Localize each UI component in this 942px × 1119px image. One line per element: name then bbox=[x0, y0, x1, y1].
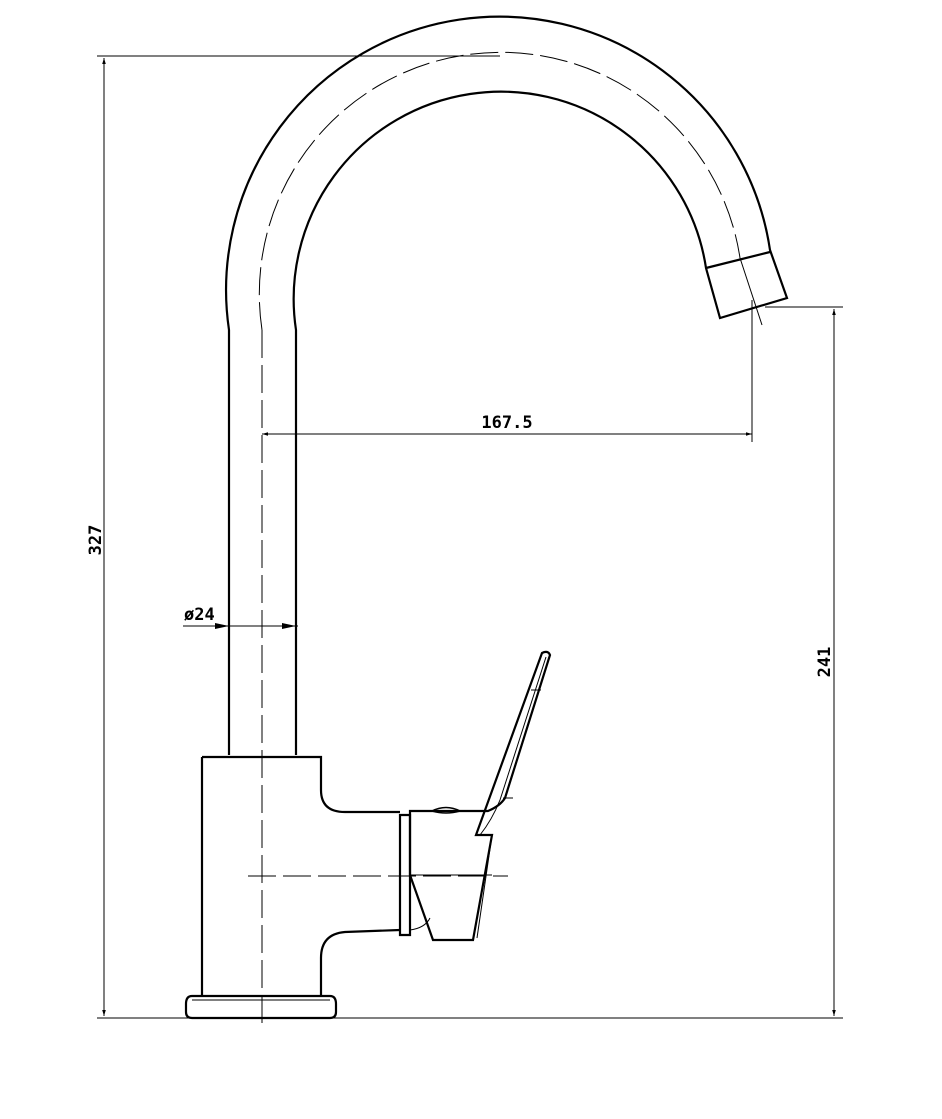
dim-label-167-5: 167.5 bbox=[481, 413, 532, 433]
cartridge-ring bbox=[398, 813, 412, 937]
spout-pipe bbox=[224, 15, 789, 755]
centerline-spout-arc bbox=[258, 51, 741, 331]
handle-inner-edge bbox=[479, 656, 547, 836]
dimension-spout-height: 241 bbox=[765, 306, 843, 1016]
handle-front-edge bbox=[476, 834, 493, 939]
spout-axis-line bbox=[739, 257, 763, 326]
dim-label-241: 241 bbox=[815, 647, 835, 678]
lever-handle-assembly bbox=[398, 650, 552, 942]
lever-handle bbox=[408, 650, 552, 942]
dimension-spout-reach: 167.5 bbox=[262, 300, 753, 442]
dim-label-d24: ø24 bbox=[184, 605, 215, 625]
dimension-pipe-diameter: ø24 bbox=[183, 605, 298, 629]
dimension-overall-height: 327 bbox=[86, 55, 500, 1016]
faucet-body bbox=[200, 755, 401, 996]
cartridge-curve bbox=[409, 917, 431, 931]
base-plate bbox=[184, 994, 338, 1020]
spout-aerator-band bbox=[705, 250, 771, 270]
dim-label-327: 327 bbox=[86, 525, 106, 556]
handle-screw-cap bbox=[429, 806, 463, 814]
